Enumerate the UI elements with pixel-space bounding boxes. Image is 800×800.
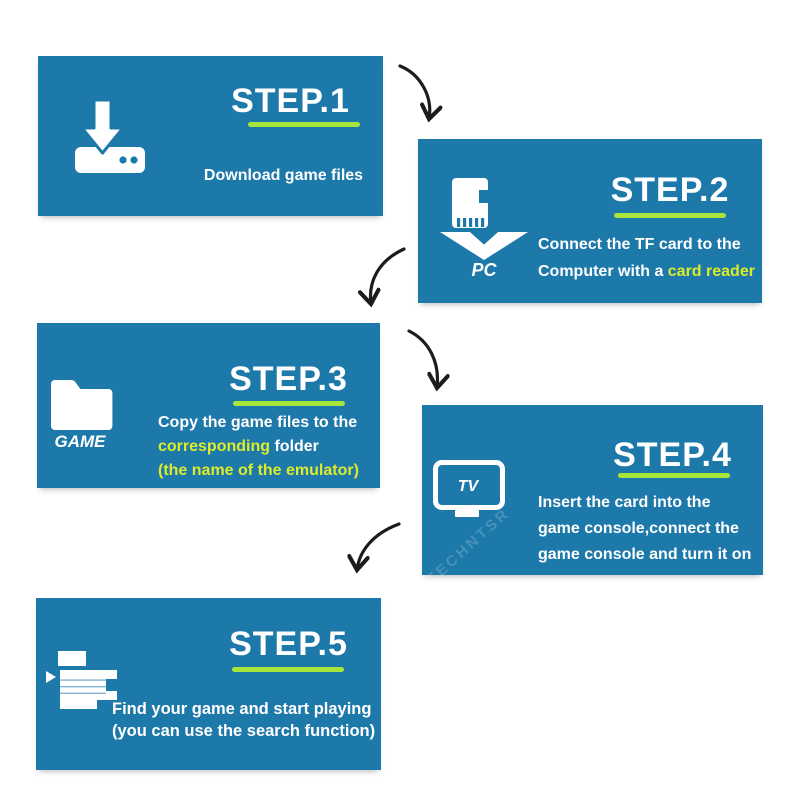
step-3-desc-highlight: (the name of the emulator) bbox=[158, 462, 359, 479]
step-5-desc-text: (you can use the search function) bbox=[112, 722, 376, 740]
step-3-desc-text: folder bbox=[270, 438, 319, 455]
step-3-card: GAME STEP.3 Copy the game files to the c… bbox=[37, 323, 380, 488]
arrow-step3-to-step4 bbox=[407, 329, 437, 388]
step-4-desc-text: game console and turn it on bbox=[538, 546, 752, 563]
insert-arrow-icon bbox=[440, 232, 528, 260]
game-folder-label: GAME bbox=[54, 432, 106, 451]
step-4-title-underline bbox=[618, 473, 730, 478]
arrow-step1-to-step2 bbox=[398, 64, 430, 119]
step-4-card: TV STEP.4 Insert the card into the game … bbox=[422, 405, 763, 588]
download-icon bbox=[75, 100, 145, 173]
step-2-desc-text: Connect the TF card to the bbox=[538, 236, 741, 253]
step-3-title-underline bbox=[233, 401, 345, 406]
step-1-title-underline bbox=[248, 122, 360, 127]
step-4-desc-text: game console,connect the bbox=[538, 520, 739, 537]
step-2-title: STEP.2 bbox=[610, 171, 730, 209]
pc-label: PC bbox=[471, 260, 497, 280]
step-4-description: Insert the card into the game console,co… bbox=[538, 490, 751, 568]
game-list-icon bbox=[46, 651, 117, 709]
tv-label: TV bbox=[457, 478, 479, 495]
step-5-description: Find your game and start playing (you ca… bbox=[112, 698, 375, 742]
step-3-desc-highlight: corresponding bbox=[158, 438, 271, 455]
step-4-desc-text: Insert the card into the bbox=[538, 494, 711, 511]
step-1-description: Download game files bbox=[188, 164, 379, 188]
tv-stand-icon bbox=[455, 510, 479, 517]
arrow-step2-to-step3 bbox=[370, 247, 406, 304]
step-5-card: STEP.5 Find your game and start playing … bbox=[36, 598, 381, 770]
step-5-desc-text: Find your game and start playing bbox=[112, 700, 372, 718]
step-2-desc-text: Computer with a bbox=[538, 263, 668, 280]
step-2-description: Connect the TF card to the Computer with… bbox=[538, 231, 755, 285]
step-1-desc-text: Download game files bbox=[203, 167, 364, 184]
game-folder-icon bbox=[51, 380, 113, 430]
tv-icon: TV bbox=[433, 460, 505, 510]
step-3-description: Copy the game files to the corresponding… bbox=[158, 411, 359, 483]
step-5-title-underline bbox=[232, 667, 344, 672]
step-3-desc-text: Copy the game files to the bbox=[158, 414, 358, 431]
tf-card-icon bbox=[452, 178, 488, 228]
step-2-title-underline bbox=[614, 213, 726, 218]
step-5-title: STEP.5 bbox=[229, 625, 348, 663]
step-3-title: STEP.3 bbox=[229, 360, 348, 398]
arrow-step4-to-step5 bbox=[357, 522, 401, 570]
step-4-title: STEP.4 bbox=[613, 436, 732, 474]
step-1-title: STEP.1 bbox=[231, 82, 350, 120]
step-2-card: PC STEP.2 Connect the TF card to the Com… bbox=[418, 139, 762, 303]
step-2-desc-highlight: card reader bbox=[667, 263, 755, 280]
step-1-card: STEP.1 Download game files bbox=[38, 56, 383, 216]
